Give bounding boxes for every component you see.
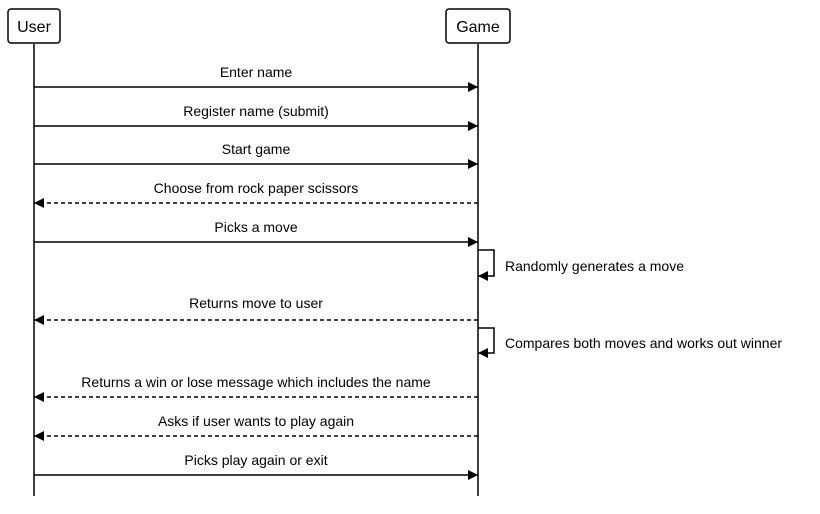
message-choose-move: Choose from rock paper scissors — [34, 180, 478, 208]
message-self-compare: Compares both moves and works out winner — [478, 327, 782, 358]
participant-game: Game — [445, 8, 511, 44]
message-return-result: Returns a win or lose message which incl… — [34, 374, 478, 402]
message-label: Returns a win or lose message which incl… — [81, 374, 431, 390]
message-label: Randomly generates a move — [505, 258, 684, 274]
participant-game-label: Game — [456, 19, 500, 36]
message-label: Picks a move — [214, 219, 297, 235]
message-label: Enter name — [220, 64, 293, 80]
message-self-random-move: Randomly generates a move — [478, 249, 684, 281]
message-label: Compares both moves and works out winner — [505, 335, 782, 351]
message-picks-replay-or-exit: Picks play again or exit — [34, 452, 478, 480]
message-label: Asks if user wants to play again — [158, 413, 354, 429]
message-picks-move: Picks a move — [34, 219, 478, 247]
message-enter-name: Enter name — [34, 64, 478, 92]
message-label: Start game — [222, 141, 291, 157]
message-register-name: Register name (submit) — [34, 103, 478, 131]
message-label: Returns move to user — [189, 295, 323, 311]
message-start-game: Start game — [34, 141, 478, 169]
message-ask-replay: Asks if user wants to play again — [34, 413, 478, 441]
participant-user: User — [7, 8, 61, 44]
message-label: Picks play again or exit — [184, 452, 327, 468]
participant-user-label: User — [17, 19, 51, 36]
message-label: Choose from rock paper scissors — [154, 180, 359, 196]
message-label: Register name (submit) — [183, 103, 329, 119]
message-return-move: Returns move to user — [34, 295, 478, 325]
